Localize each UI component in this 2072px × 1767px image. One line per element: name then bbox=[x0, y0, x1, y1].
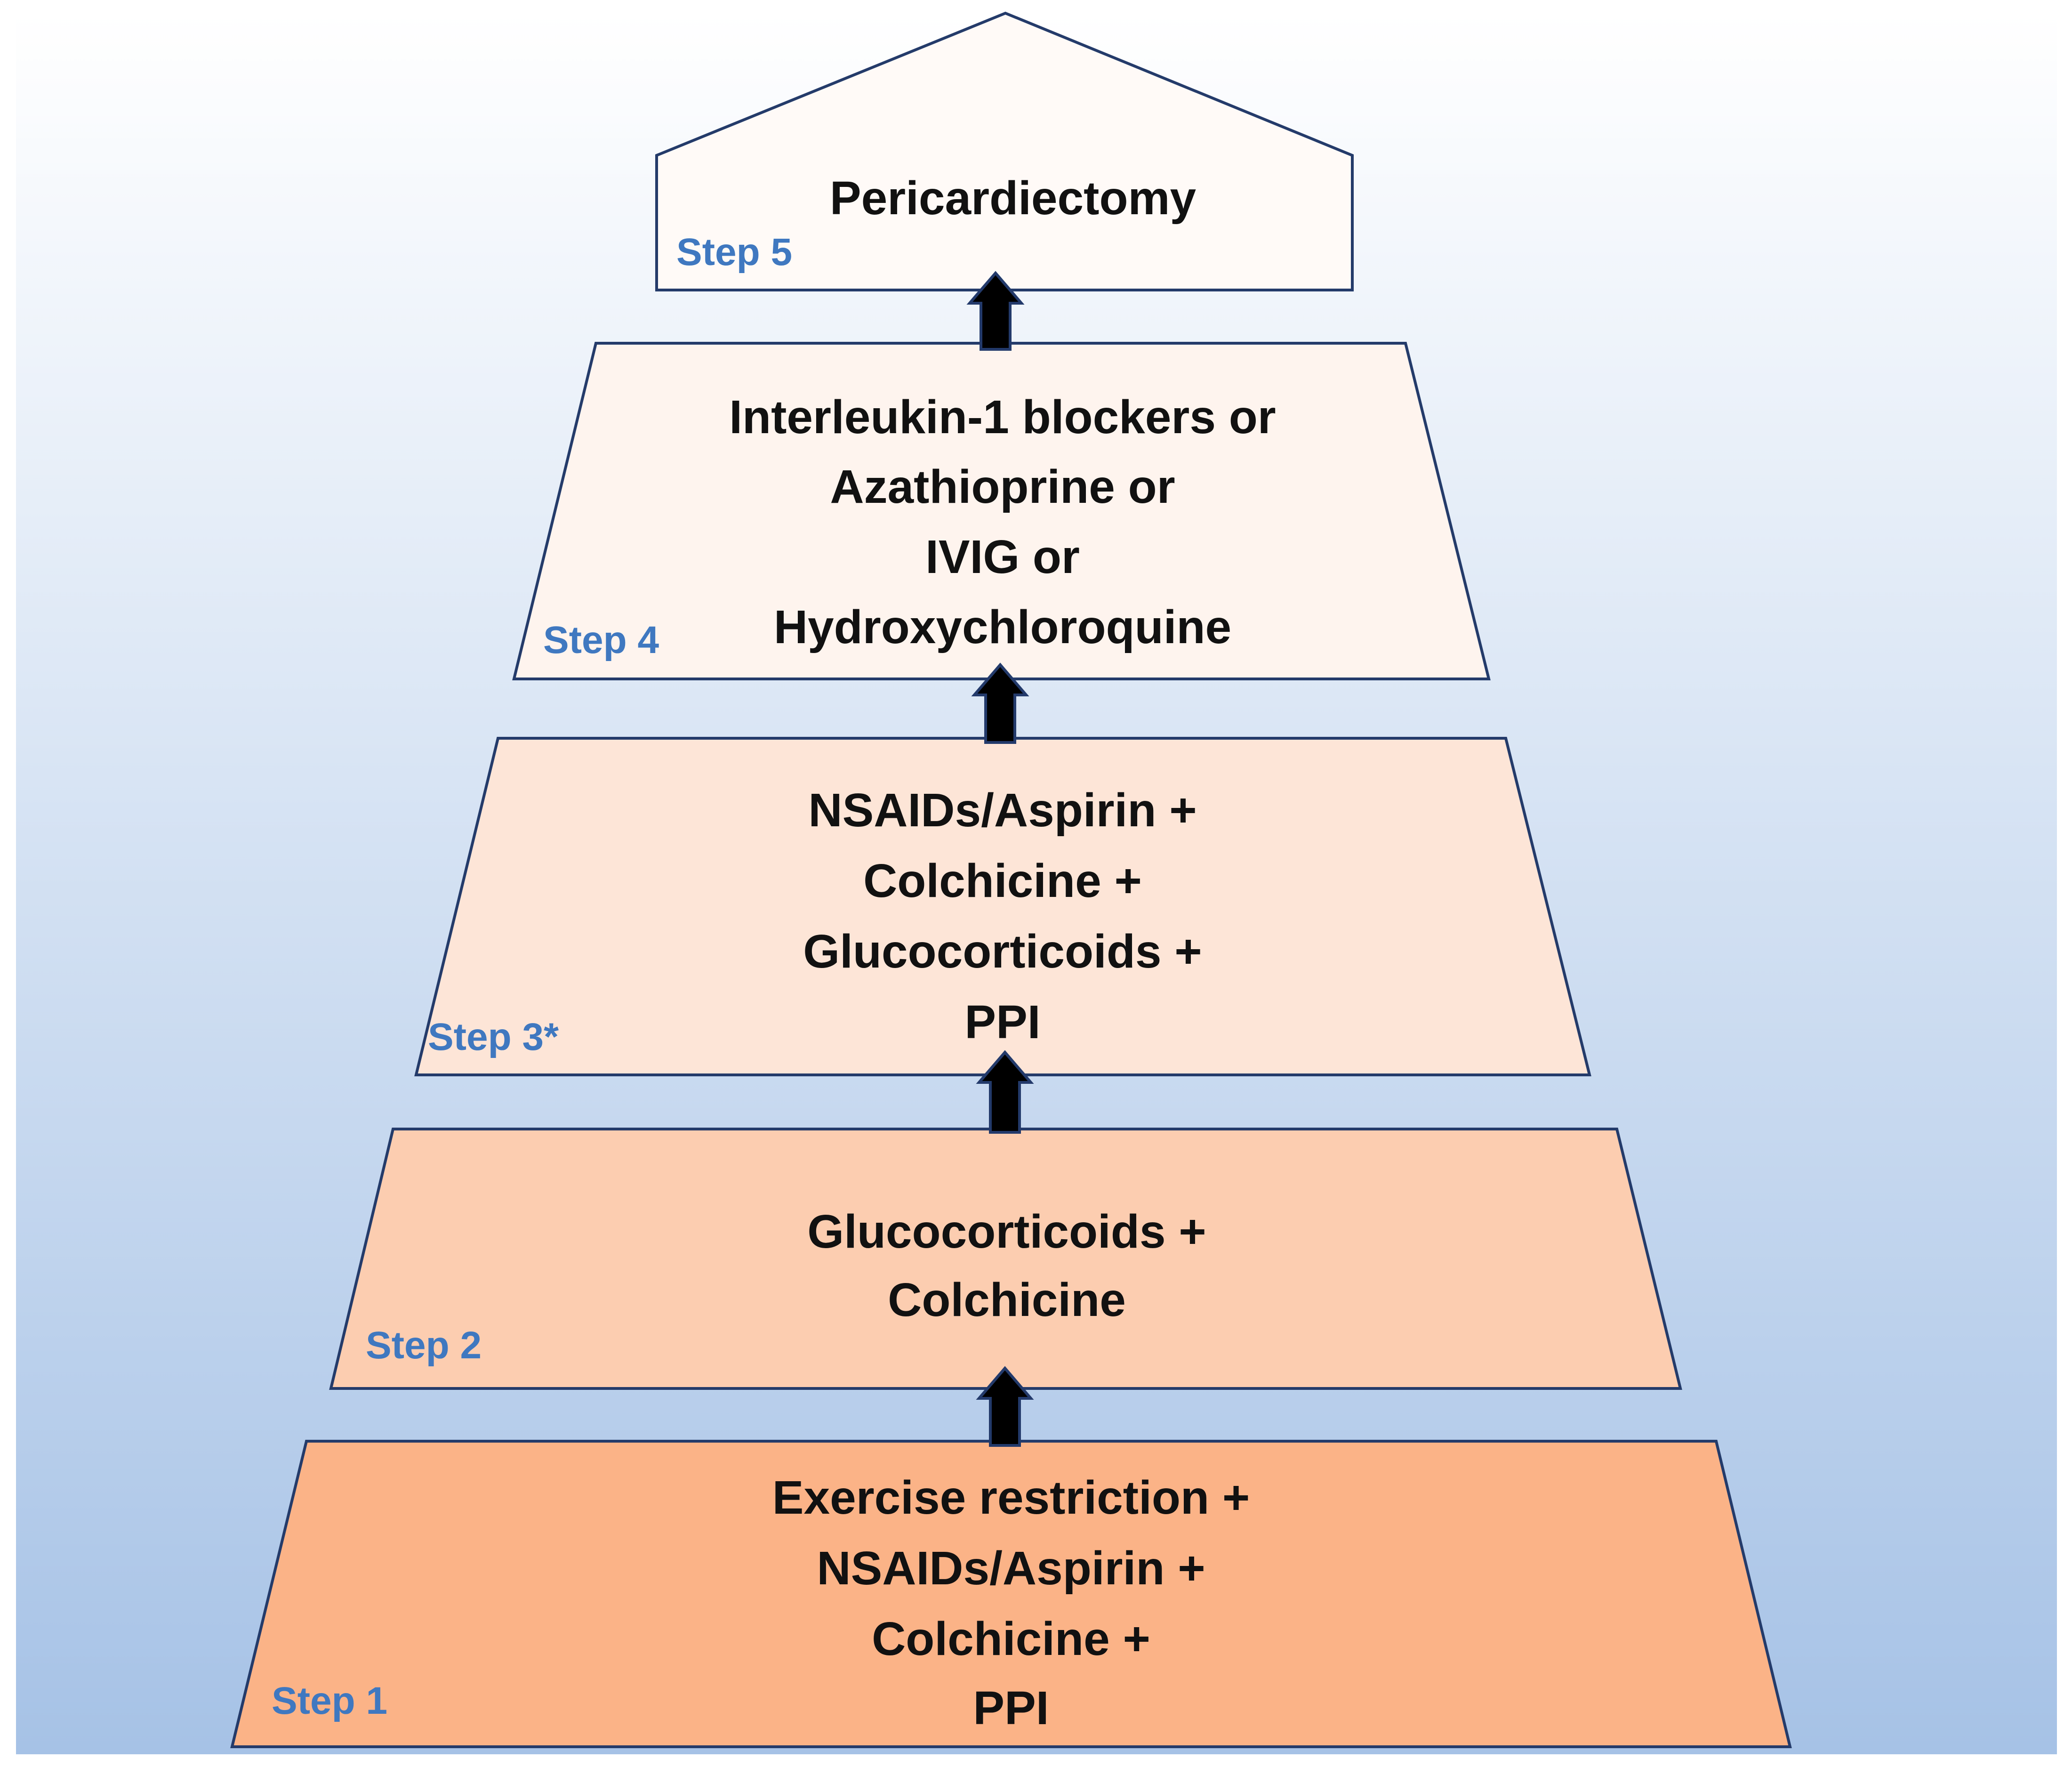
up-arrow-icon bbox=[971, 662, 1029, 744]
step-5-label: Step 5 bbox=[676, 231, 792, 274]
step-2-label: Step 2 bbox=[366, 1324, 482, 1367]
step-3-shape bbox=[414, 737, 1591, 1076]
step-4-line-1: Interleukin-1 blockers or bbox=[729, 391, 1276, 444]
up-arrow-4-to-5 bbox=[966, 271, 1025, 351]
step-2-line-2: Colchicine bbox=[888, 1274, 1126, 1326]
step-3-line-2: Colchicine + bbox=[863, 855, 1142, 907]
up-arrow-1-to-2 bbox=[976, 1366, 1034, 1447]
step-1-line-3: Colchicine + bbox=[872, 1613, 1150, 1665]
up-arrow-3-to-4 bbox=[971, 662, 1029, 744]
step-4-shape bbox=[512, 342, 1491, 680]
step-3-line-3: Glucocorticoids + bbox=[803, 925, 1202, 978]
step-1-block: Step 1 Exercise restriction + NSAIDs/Asp… bbox=[230, 1440, 1792, 1748]
step-1-line-2: NSAIDs/Aspirin + bbox=[817, 1542, 1205, 1595]
step-4-line-3: IVIG or bbox=[925, 531, 1080, 583]
step-4-line-2: Azathioprine or bbox=[830, 460, 1175, 513]
step-1-line-1: Exercise restriction + bbox=[772, 1471, 1250, 1524]
up-arrow-icon bbox=[976, 1366, 1034, 1447]
step-4-block: Step 4 Interleukin-1 blockers or Azathio… bbox=[512, 342, 1491, 680]
step-3-line-1: NSAIDs/Aspirin + bbox=[808, 784, 1197, 837]
step-4-label: Step 4 bbox=[543, 619, 659, 662]
step-3-block: Step 3* NSAIDs/Aspirin + Colchicine + Gl… bbox=[414, 737, 1591, 1076]
step-1-line-4: PPI bbox=[973, 1682, 1049, 1735]
step-5-title: Pericardiectomy bbox=[830, 172, 1197, 225]
step-2-line-1: Glucocorticoids + bbox=[807, 1205, 1206, 1258]
step-1-label: Step 1 bbox=[272, 1679, 387, 1722]
step-1-shape bbox=[230, 1440, 1792, 1748]
up-arrow-icon bbox=[976, 1050, 1034, 1134]
step-2-shape bbox=[329, 1128, 1682, 1390]
up-arrow-icon bbox=[966, 271, 1025, 351]
up-arrow-2-to-3 bbox=[976, 1050, 1034, 1134]
step-2-block: Step 2 Glucocorticoids + Colchicine bbox=[329, 1128, 1682, 1390]
step-3-line-4: PPI bbox=[964, 996, 1040, 1049]
step-4-line-4: Hydroxychloroquine bbox=[774, 601, 1231, 654]
step-3-label: Step 3* bbox=[428, 1016, 559, 1058]
